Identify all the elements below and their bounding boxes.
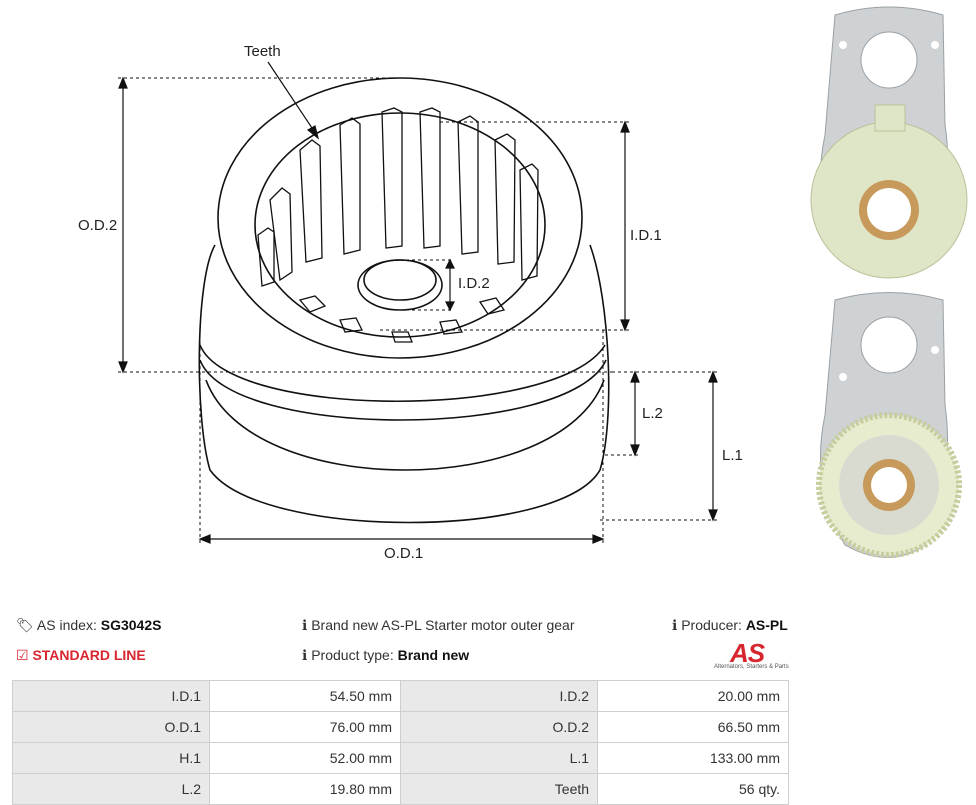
spec-value: 54.50 mm bbox=[209, 680, 401, 712]
logo-text: AS bbox=[730, 638, 765, 668]
label-l1: L.1 bbox=[722, 447, 743, 464]
table-row: I.D.1 54.50 mm I.D.2 20.00 mm bbox=[11, 680, 789, 712]
info-circle-icon: ℹ bbox=[672, 617, 678, 633]
table-row: H.1 52.00 mm L.1 133.00 mm bbox=[11, 742, 789, 774]
spec-label: L.2 bbox=[11, 773, 211, 805]
tags-icon: 🏷︎ bbox=[16, 617, 34, 633]
spec-value: 20.00 mm bbox=[597, 680, 789, 712]
table-row: O.D.1 76.00 mm O.D.2 66.50 mm bbox=[11, 711, 789, 743]
standard-line-row: ☑ STANDARD LINE bbox=[16, 647, 146, 664]
producer-row: ℹ Producer: AS-PL bbox=[672, 617, 788, 634]
label-id2: I.D.2 bbox=[458, 275, 490, 292]
spec-label: I.D.1 bbox=[11, 680, 211, 712]
spec-value: 133.00 mm bbox=[597, 742, 789, 774]
product-type-label: Product type: bbox=[311, 647, 394, 663]
label-od2: O.D.2 bbox=[78, 217, 117, 234]
product-photo bbox=[810, 6, 968, 558]
info-circle-icon: ℹ bbox=[302, 617, 308, 633]
producer-label: Producer: bbox=[681, 617, 742, 633]
label-od1: O.D.1 bbox=[384, 545, 423, 562]
product-type-row: ℹ Product type: Brand new bbox=[302, 647, 469, 664]
as-index-label: AS index: bbox=[36, 617, 97, 633]
label-teeth: Teeth bbox=[244, 43, 281, 60]
label-id1: I.D.1 bbox=[630, 227, 662, 244]
product-description: Brand new AS-PL Starter motor outer gear bbox=[311, 617, 575, 633]
spec-label: O.D.1 bbox=[11, 711, 211, 743]
specs-table: I.D.1 54.50 mm I.D.2 20.00 mm O.D.1 76.0… bbox=[11, 680, 789, 805]
spec-label: H.1 bbox=[11, 742, 211, 774]
spec-value: 66.50 mm bbox=[597, 711, 789, 743]
producer-value: AS-PL bbox=[745, 617, 788, 633]
standard-line-label: STANDARD LINE bbox=[32, 647, 146, 663]
spec-value: 76.00 mm bbox=[209, 711, 401, 743]
logo-tagline: Alternators, Starters & Parts bbox=[714, 664, 789, 670]
spec-label: Teeth bbox=[399, 773, 599, 805]
label-l2: L.2 bbox=[642, 405, 663, 422]
description-row: ℹ Brand new AS-PL Starter motor outer ge… bbox=[302, 617, 575, 634]
info-circle-icon: ℹ bbox=[302, 647, 308, 663]
technical-drawing: Teeth O.D.2 I.D.1 I.D.2 L.2 L.1 O.D.1 bbox=[78, 43, 743, 562]
product-type-value: Brand new bbox=[397, 647, 470, 663]
as-pl-logo: AS Alternators, Starters & Parts bbox=[712, 638, 792, 672]
spec-value: 52.00 mm bbox=[209, 742, 401, 774]
spec-value: 19.80 mm bbox=[209, 773, 401, 805]
spec-label: O.D.2 bbox=[399, 711, 599, 743]
spec-value: 56 qty. bbox=[597, 773, 789, 805]
spec-label: L.1 bbox=[399, 742, 599, 774]
as-index-row: 🏷︎ AS index: SG3042S bbox=[16, 617, 161, 634]
as-index-value: SG3042S bbox=[100, 617, 162, 633]
spec-label: I.D.2 bbox=[399, 680, 599, 712]
check-square-icon: ☑ bbox=[16, 647, 29, 663]
table-row: L.2 19.80 mm Teeth 56 qty. bbox=[11, 773, 789, 805]
